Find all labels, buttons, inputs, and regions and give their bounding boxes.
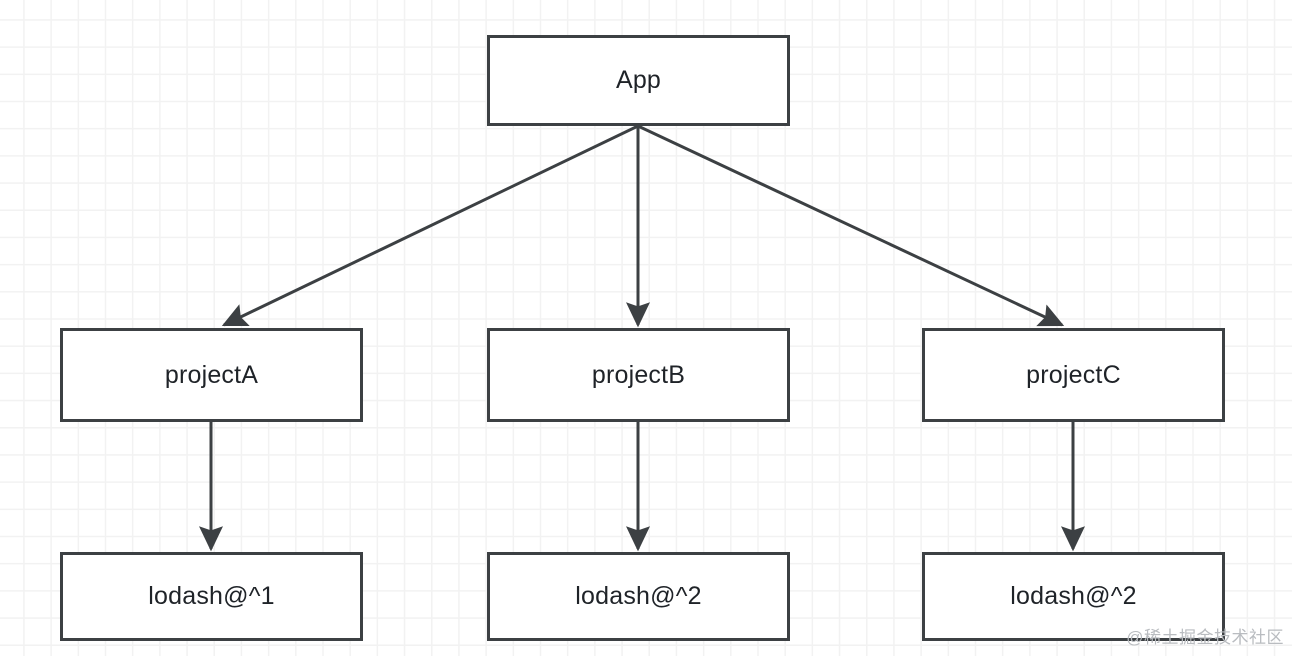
node-projectb-label: projectB xyxy=(591,360,686,389)
node-lodash-c-label: lodash@^2 xyxy=(1010,582,1137,610)
node-lodash-b-label: lodash@^2 xyxy=(575,582,702,610)
node-projecta[interactable]: projectA xyxy=(60,328,363,422)
edge-app-to-projectC xyxy=(637,124,1065,327)
node-lodash-a-label: lodash@^1 xyxy=(148,582,275,610)
node-projectb[interactable]: projectB xyxy=(487,328,790,422)
node-app[interactable]: App xyxy=(487,35,790,126)
node-lodash-c[interactable]: lodash@^2 xyxy=(922,552,1225,641)
node-projecta-label: projectA xyxy=(164,360,259,389)
node-app-label: App xyxy=(615,66,662,94)
node-lodash-a[interactable]: lodash@^1 xyxy=(60,552,363,641)
watermark: @稀土掘金技术社区 xyxy=(1126,628,1284,647)
node-projectc-label: projectC xyxy=(1026,360,1121,389)
node-lodash-b[interactable]: lodash@^2 xyxy=(487,552,790,641)
edge-app-to-projectA xyxy=(221,124,639,327)
node-projectc[interactable]: projectC xyxy=(922,328,1225,422)
